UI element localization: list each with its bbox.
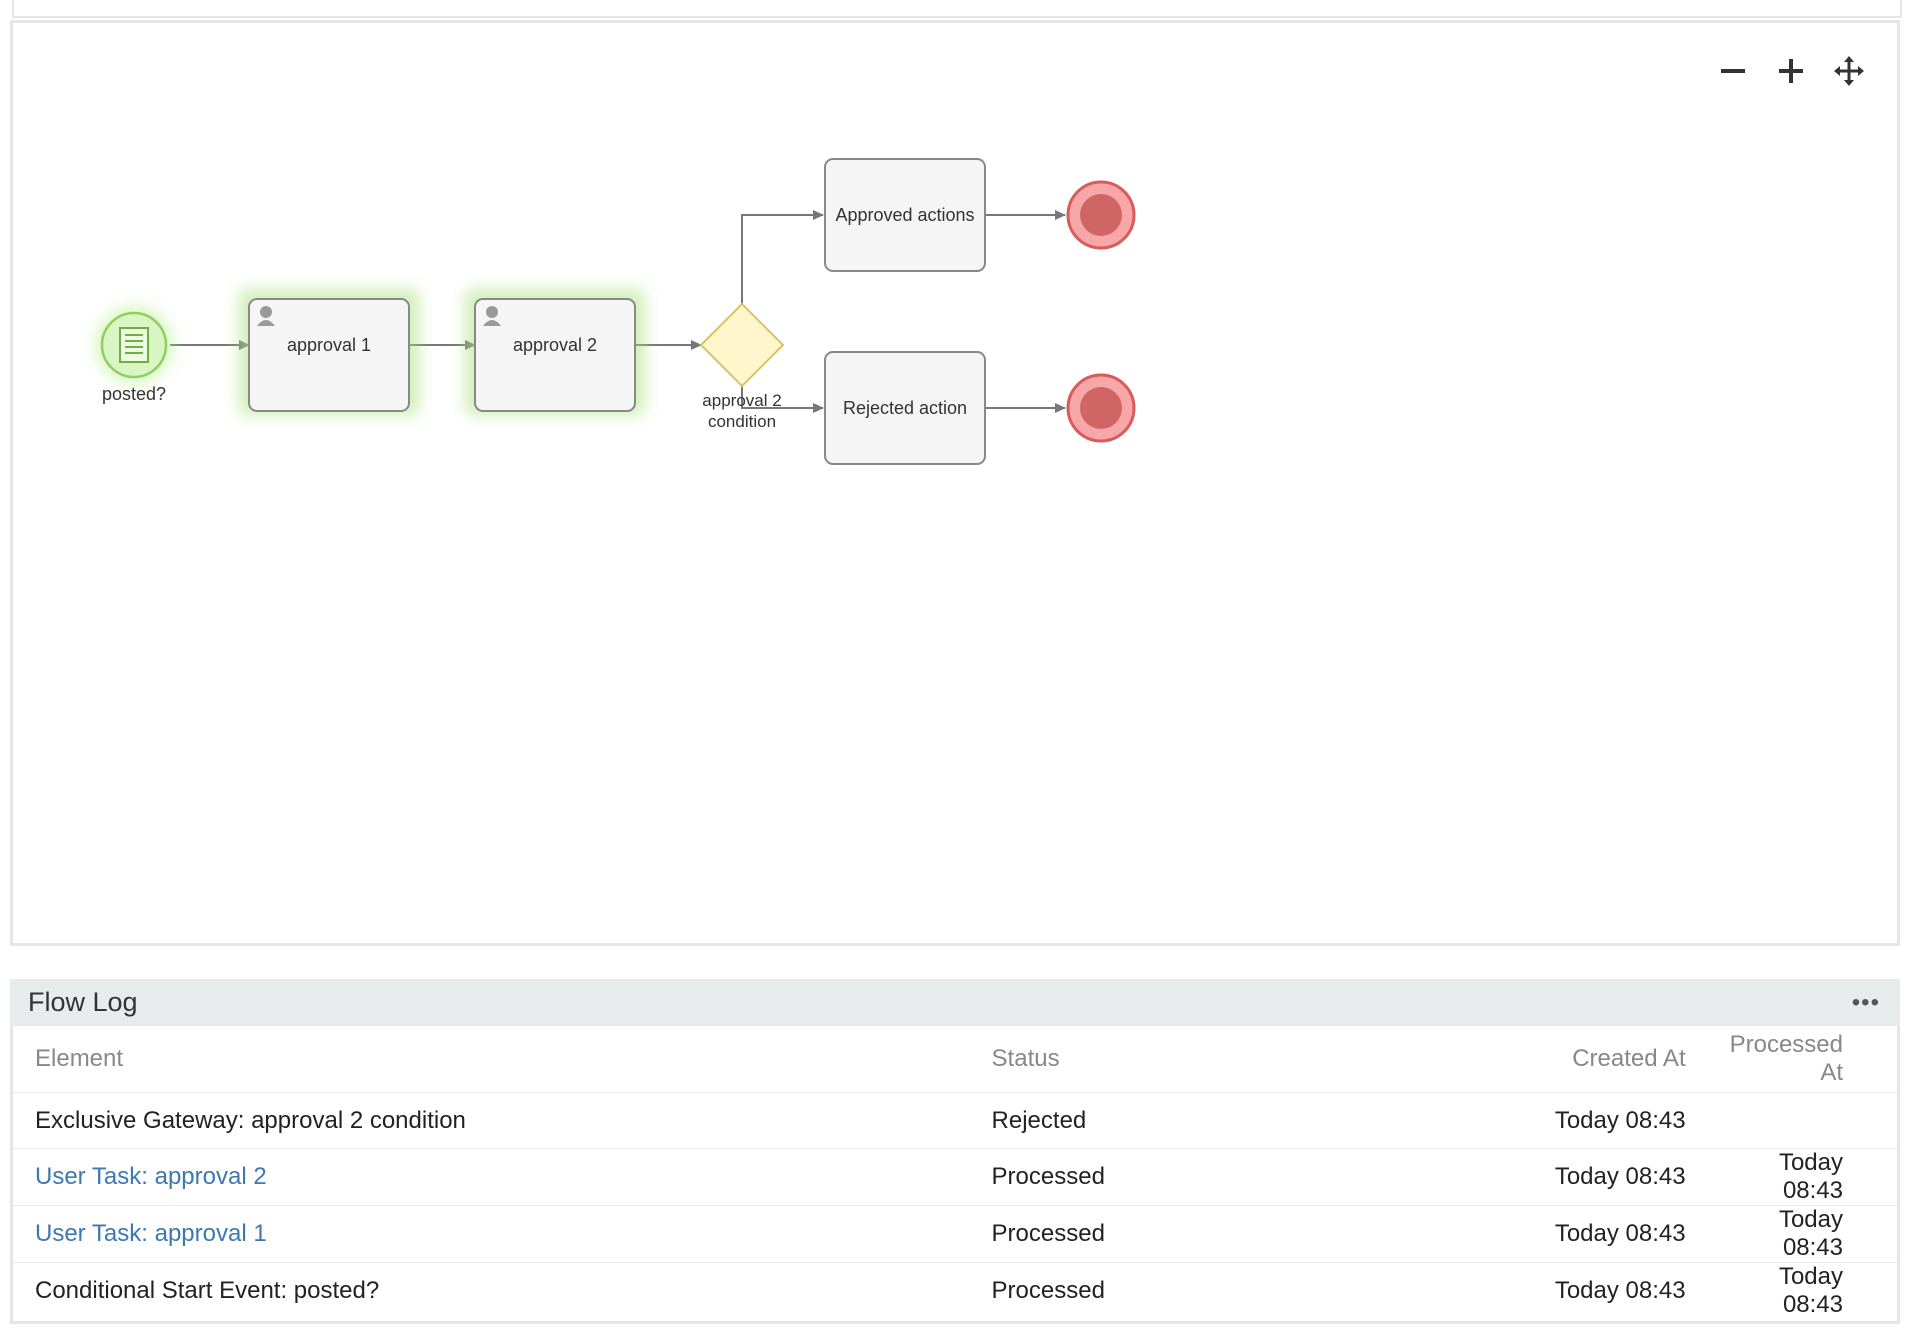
- zoom-controls: [1715, 53, 1867, 89]
- task-label: Approved actions: [835, 205, 974, 225]
- element-cell: User Task: approval 2: [13, 1149, 970, 1206]
- element-link[interactable]: User Task: approval 2: [35, 1163, 267, 1190]
- table-row: Exclusive Gateway: approval 2 condition …: [13, 1093, 1897, 1149]
- exclusive-gateway-approval-2-condition[interactable]: approval 2 condition: [701, 304, 783, 431]
- gateway-label-line1: approval 2: [702, 391, 781, 410]
- minus-icon: [1720, 58, 1746, 84]
- status-cell: Processed: [970, 1206, 1427, 1263]
- flow-log-table: Element Status Created At Processed At E…: [13, 1026, 1897, 1319]
- flow-gateway-to-approved: [742, 215, 823, 304]
- user-task-approval-1[interactable]: approval 1: [239, 289, 419, 415]
- gateway-label-line2: condition: [708, 412, 776, 431]
- move-icon: [1834, 56, 1864, 86]
- created-at-cell: Today 08:43: [1427, 1093, 1708, 1149]
- table-header-row: Element Status Created At Processed At: [13, 1026, 1897, 1093]
- ellipsis-icon[interactable]: •••: [1852, 991, 1880, 1015]
- column-header-processed-at[interactable]: Processed At: [1708, 1026, 1897, 1093]
- flow-log-header: Flow Log •••: [10, 979, 1900, 1026]
- task-label: approval 2: [513, 335, 597, 355]
- created-at-cell: Today 08:43: [1427, 1206, 1708, 1263]
- processed-at-cell: Today 08:43: [1708, 1206, 1897, 1263]
- task-label: approval 1: [287, 335, 371, 355]
- task-label: Rejected action: [843, 398, 967, 418]
- task-approved-actions[interactable]: Approved actions: [825, 159, 985, 271]
- element-cell: User Task: approval 1: [13, 1206, 970, 1263]
- bpmn-canvas[interactable]: posted? approval 1 approval 2 appro: [13, 23, 1897, 943]
- user-task-approval-2[interactable]: approval 2: [465, 289, 645, 415]
- processed-at-cell: Today 08:43: [1708, 1263, 1897, 1320]
- flow-log-panel: Flow Log ••• Element Status Created At P…: [10, 979, 1900, 1324]
- table-row: User Task: approval 1 Processed Today 08…: [13, 1206, 1897, 1263]
- zoom-in-button[interactable]: [1773, 53, 1809, 89]
- element-link[interactable]: User Task: approval 1: [35, 1220, 267, 1247]
- column-header-created-at[interactable]: Created At: [1427, 1026, 1708, 1093]
- status-cell: Rejected: [970, 1093, 1427, 1149]
- pan-button[interactable]: [1831, 53, 1867, 89]
- element-cell: Exclusive Gateway: approval 2 condition: [13, 1093, 970, 1149]
- bpmn-diagram-panel[interactable]: posted? approval 1 approval 2 appro: [10, 20, 1900, 946]
- status-cell: Processed: [970, 1263, 1427, 1320]
- task-rejected-action[interactable]: Rejected action: [825, 352, 985, 464]
- table-row: User Task: approval 2 Processed Today 08…: [13, 1149, 1897, 1206]
- end-event-approved[interactable]: [1068, 182, 1134, 248]
- processed-at-cell: [1708, 1093, 1897, 1149]
- flow-log-title: Flow Log: [28, 987, 138, 1018]
- document-icon: [120, 328, 148, 362]
- created-at-cell: Today 08:43: [1427, 1263, 1708, 1320]
- start-event-posted[interactable]: posted?: [96, 307, 172, 404]
- plus-icon: [1778, 58, 1804, 84]
- created-at-cell: Today 08:43: [1427, 1149, 1708, 1206]
- element-cell: Conditional Start Event: posted?: [13, 1263, 970, 1320]
- zoom-out-button[interactable]: [1715, 53, 1751, 89]
- start-event-label: posted?: [102, 384, 166, 404]
- status-cell: Processed: [970, 1149, 1427, 1206]
- end-event-rejected[interactable]: [1068, 375, 1134, 441]
- processed-at-cell: Today 08:43: [1708, 1149, 1897, 1206]
- column-header-status[interactable]: Status: [970, 1026, 1427, 1093]
- table-row: Conditional Start Event: posted? Process…: [13, 1263, 1897, 1320]
- previous-panel-edge: [12, 0, 1902, 18]
- column-header-element[interactable]: Element: [13, 1026, 970, 1093]
